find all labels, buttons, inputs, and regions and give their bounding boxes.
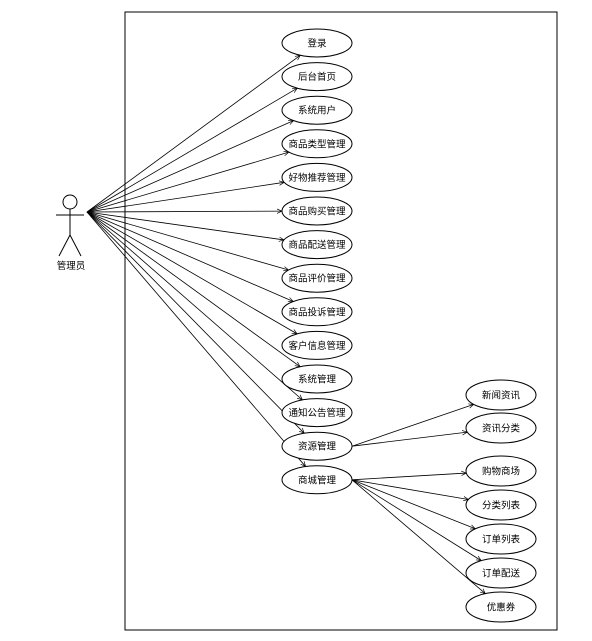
use-case-label: 分类列表 bbox=[482, 500, 521, 512]
actor: 管理员 bbox=[56, 194, 86, 272]
use-case-news-category: 资讯分类 bbox=[465, 412, 537, 444]
use-case-ellipse bbox=[281, 431, 353, 461]
use-case-ellipse bbox=[465, 412, 537, 444]
use-case-order-list: 订单列表 bbox=[465, 523, 537, 555]
use-case-label: 好物推荐管理 bbox=[288, 172, 346, 184]
use-case-category-list: 分类列表 bbox=[465, 489, 537, 521]
use-case-label: 商品评价管理 bbox=[288, 273, 346, 285]
use-cases: 登录后台首页系统用户商品类型管理好物推荐管理商品购买管理商品配送管理商品评价管理… bbox=[281, 28, 537, 623]
use-case-recommend-mgmt: 好物推荐管理 bbox=[281, 162, 353, 192]
association-mall-mgmt bbox=[86, 211, 306, 467]
use-case-ellipse bbox=[465, 379, 537, 411]
association-news bbox=[351, 404, 474, 447]
system-boundary bbox=[124, 11, 558, 631]
use-case-label: 商品投诉管理 bbox=[288, 306, 346, 318]
connectors bbox=[86, 55, 485, 594]
use-case-ellipse bbox=[281, 62, 353, 92]
use-case-label: 资源管理 bbox=[298, 441, 337, 453]
use-case-product-category-mgmt: 商品类型管理 bbox=[281, 129, 353, 159]
use-case-coupon: 优惠券 bbox=[465, 591, 537, 623]
use-case-system-mgmt: 系统管理 bbox=[281, 364, 353, 394]
use-case-customer-info-mgmt: 客户信息管理 bbox=[281, 330, 353, 360]
actor-head bbox=[62, 194, 78, 210]
use-case-ellipse bbox=[465, 557, 537, 589]
use-case-label: 订单配送 bbox=[482, 568, 521, 580]
use-case-label: 商品类型管理 bbox=[288, 138, 346, 150]
use-case-label: 商品购买管理 bbox=[288, 206, 346, 218]
use-case-ellipse bbox=[281, 162, 353, 192]
association-coupon bbox=[351, 479, 485, 594]
use-case-label: 商城管理 bbox=[298, 474, 337, 486]
use-case-label: 后台首页 bbox=[298, 71, 336, 83]
association-resource-mgmt bbox=[86, 211, 304, 433]
association-product-purchase-mgmt bbox=[86, 211, 282, 212]
use-case-label: 订单列表 bbox=[482, 534, 521, 546]
association-product-complaint-mgmt bbox=[86, 211, 293, 302]
use-case-ellipse bbox=[281, 196, 353, 226]
actor-leg-left bbox=[58, 234, 71, 257]
association-login bbox=[86, 55, 300, 213]
use-case-ellipse bbox=[281, 297, 353, 327]
use-case-shopping-mall: 购物商场 bbox=[465, 455, 537, 487]
use-case-resource-mgmt: 资源管理 bbox=[281, 431, 353, 461]
use-case-label: 系统管理 bbox=[298, 374, 337, 386]
actor-label: 管理员 bbox=[57, 260, 86, 272]
use-case-admin-home: 后台首页 bbox=[281, 62, 353, 92]
association-system-mgmt bbox=[86, 211, 300, 367]
association-product-review-mgmt bbox=[86, 211, 289, 270]
use-case-order-delivery: 订单配送 bbox=[465, 557, 537, 589]
use-case-product-review-mgmt: 商品评价管理 bbox=[281, 263, 353, 293]
use-case-ellipse bbox=[281, 230, 353, 260]
use-case-ellipse bbox=[465, 523, 537, 555]
use-case-ellipse bbox=[281, 28, 353, 58]
association-news-category bbox=[351, 432, 467, 447]
use-case-ellipse bbox=[281, 465, 353, 495]
use-case-label: 客户信息管理 bbox=[288, 340, 346, 352]
association-order-delivery bbox=[351, 479, 481, 561]
use-case-ellipse bbox=[465, 591, 537, 623]
use-case-ellipse bbox=[281, 364, 353, 394]
use-case-ellipse bbox=[465, 489, 537, 521]
use-case-ellipse bbox=[281, 129, 353, 159]
use-case-mall-mgmt: 商城管理 bbox=[281, 465, 353, 495]
use-case-login: 登录 bbox=[281, 28, 353, 58]
association-product-category-mgmt bbox=[86, 152, 289, 213]
use-case-label: 登录 bbox=[307, 39, 327, 50]
use-case-product-complaint-mgmt: 商品投诉管理 bbox=[281, 297, 353, 327]
use-case-news: 新闻资讯 bbox=[465, 379, 537, 411]
use-case-system-users: 系统用户 bbox=[281, 95, 353, 125]
use-case-ellipse bbox=[281, 330, 353, 360]
association-admin-home bbox=[86, 88, 297, 213]
use-case-label: 通知公告管理 bbox=[288, 407, 346, 419]
association-notice-mgmt bbox=[86, 211, 302, 400]
use-case-label: 系统用户 bbox=[298, 105, 336, 117]
use-case-notice-mgmt: 通知公告管理 bbox=[281, 398, 353, 428]
association-order-list bbox=[351, 479, 475, 529]
use-case-ellipse bbox=[281, 398, 353, 428]
use-case-label: 购物商场 bbox=[482, 466, 520, 478]
use-case-label: 新闻资讯 bbox=[482, 390, 521, 402]
use-case-label: 商品配送管理 bbox=[288, 239, 346, 251]
use-case-product-purchase-mgmt: 商品购买管理 bbox=[281, 196, 353, 226]
association-category-list bbox=[351, 479, 468, 500]
actor-leg-right bbox=[69, 234, 82, 257]
association-customer-info-mgmt bbox=[86, 211, 297, 334]
use-case-product-delivery-mgmt: 商品配送管理 bbox=[281, 230, 353, 260]
use-case-ellipse bbox=[281, 263, 353, 293]
use-case-label: 优惠券 bbox=[487, 602, 516, 614]
association-shopping-mall bbox=[351, 473, 466, 481]
association-recommend-mgmt bbox=[86, 182, 284, 213]
use-case-ellipse bbox=[281, 95, 353, 125]
use-case-ellipse bbox=[465, 455, 537, 487]
association-system-users bbox=[86, 120, 294, 213]
use-case-label: 资讯分类 bbox=[482, 423, 521, 435]
association-product-delivery-mgmt bbox=[86, 211, 284, 240]
